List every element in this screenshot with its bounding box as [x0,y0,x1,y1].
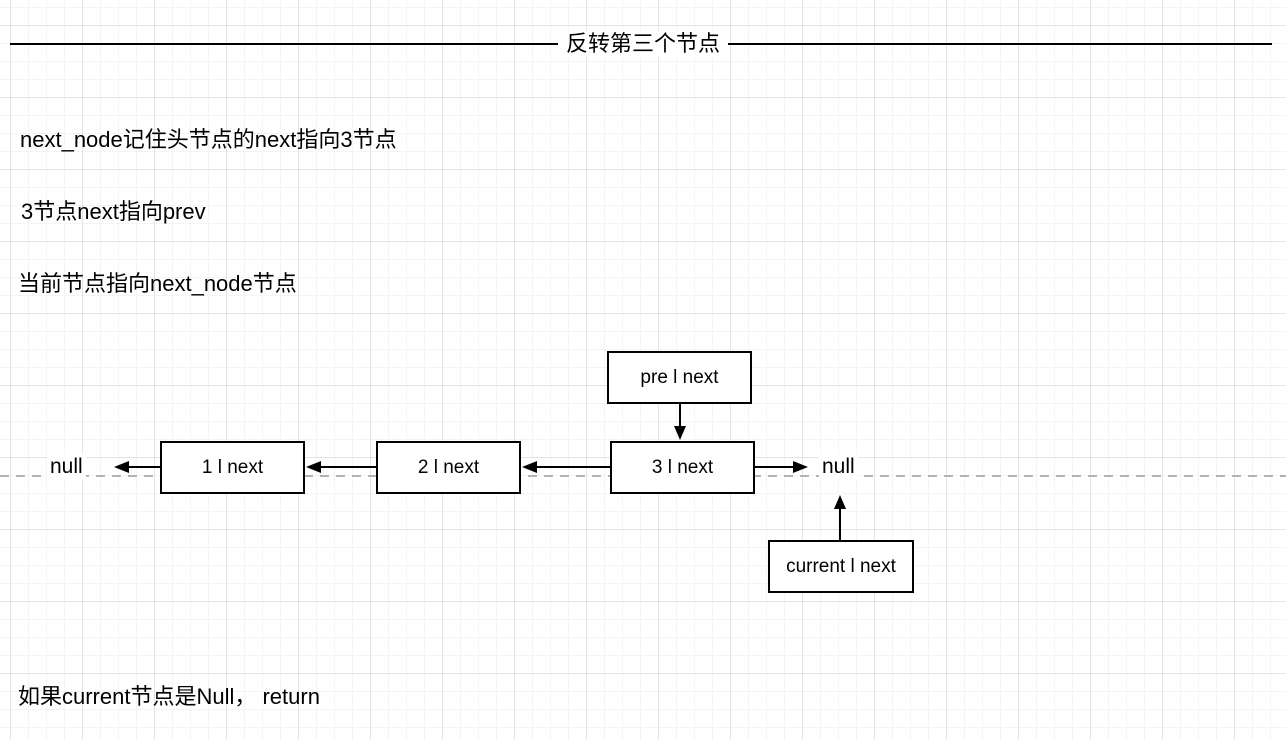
node-2-label: 2 l next [417,456,480,478]
node-1: 1 l next [160,441,305,494]
node-3-label: 3 l next [651,456,714,478]
arrow-node2-to-node1 [306,461,376,473]
diagram-title: 反转第三个节点 [557,31,729,57]
node-1-label: 1 l next [201,456,264,478]
arrow-node3-to-node2 [522,461,610,473]
node-current-label: current l next [786,555,896,577]
node-current: current l next [768,540,914,593]
arrow-pre-to-node3 [674,404,686,440]
node-2: 2 l next [376,441,521,494]
note-line-1: next_node记住头节点的next指向3节点 [20,127,397,152]
node-3: 3 l next [610,441,755,494]
note-line-3: 当前节点指向next_node节点 [18,271,297,296]
null-left-label: null [47,454,86,480]
node-pre: pre l next [607,351,752,404]
note-footer: 如果current节点是Null， return [18,684,320,709]
arrow-node3-to-null [755,461,808,473]
arrow-node1-to-null [114,461,160,473]
null-right-label: null [819,454,858,480]
arrow-current-to-null [834,495,846,540]
note-line-2: 3节点next指向prev [21,199,206,224]
node-pre-label: pre l next [640,366,719,388]
